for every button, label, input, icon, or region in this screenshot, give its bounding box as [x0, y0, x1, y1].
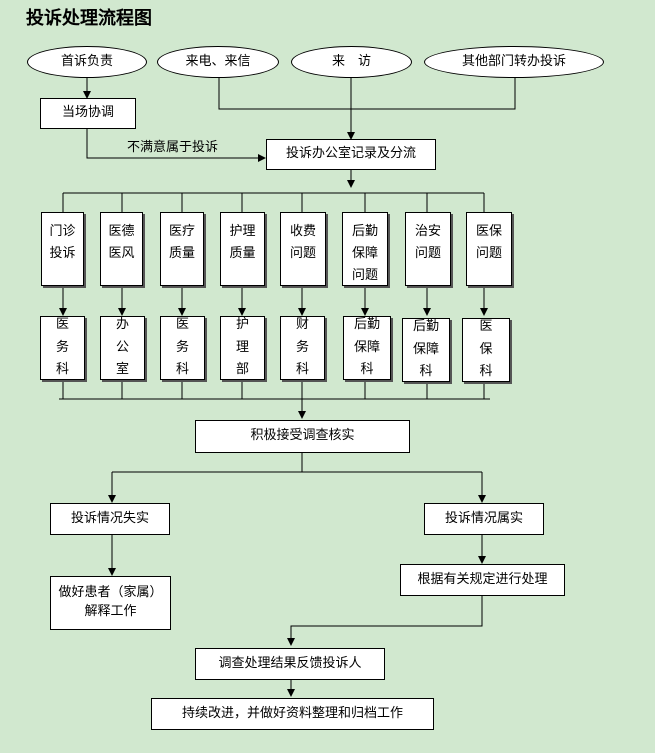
source-visit: 来 访 [291, 46, 412, 78]
complaint-false-box: 投诉情况失实 [50, 503, 170, 535]
complaint-true-box: 投诉情况属实 [424, 503, 544, 535]
dept-medical-insurance: 医 保 科 [462, 318, 510, 382]
dept-medical-affairs-2: 医 务 科 [160, 316, 205, 380]
source-first-responsibility: 首诉负责 [27, 46, 147, 78]
dept-office: 办 公 室 [100, 316, 145, 380]
handle-by-regulations-box: 根据有关规定进行处理 [400, 564, 565, 596]
page-title: 投诉处理流程图 [26, 8, 152, 29]
feedback-box: 调查处理结果反馈投诉人 [195, 648, 385, 680]
category-medical-ethics: 医德 医风 [100, 212, 143, 286]
onsite-coordination-box: 当场协调 [40, 98, 136, 129]
category-fees: 收费 问题 [280, 212, 326, 286]
archive-box: 持续改进，并做好资料整理和归档工作 [151, 698, 434, 730]
office-record-box: 投诉办公室记录及分流 [266, 139, 436, 170]
investigate-box: 积极接受调查核实 [195, 420, 410, 453]
dept-logistics-1: 后勤 保障 科 [343, 316, 391, 380]
category-outpatient: 门诊 投诉 [41, 212, 84, 286]
category-nursing-quality: 护理 质量 [220, 212, 265, 286]
category-medical-insurance: 医保 问题 [466, 212, 512, 286]
dept-finance: 财 务 科 [280, 316, 325, 380]
explain-box: 做好患者（家属） 解释工作 [50, 576, 171, 630]
source-phone-letter: 来电、来信 [157, 46, 279, 78]
dept-medical-affairs-1: 医 务 科 [40, 316, 85, 380]
source-other-department: 其他部门转办投诉 [424, 46, 604, 78]
category-security: 治安 问题 [405, 212, 451, 286]
dissatisfied-label: 不满意属于投诉 [127, 140, 219, 155]
dept-nursing: 护 理 部 [220, 316, 265, 380]
dept-logistics-2: 后勤 保障 科 [402, 318, 450, 382]
category-logistics: 后勤 保障 问题 [342, 212, 388, 286]
category-medical-quality: 医疗 质量 [160, 212, 204, 286]
